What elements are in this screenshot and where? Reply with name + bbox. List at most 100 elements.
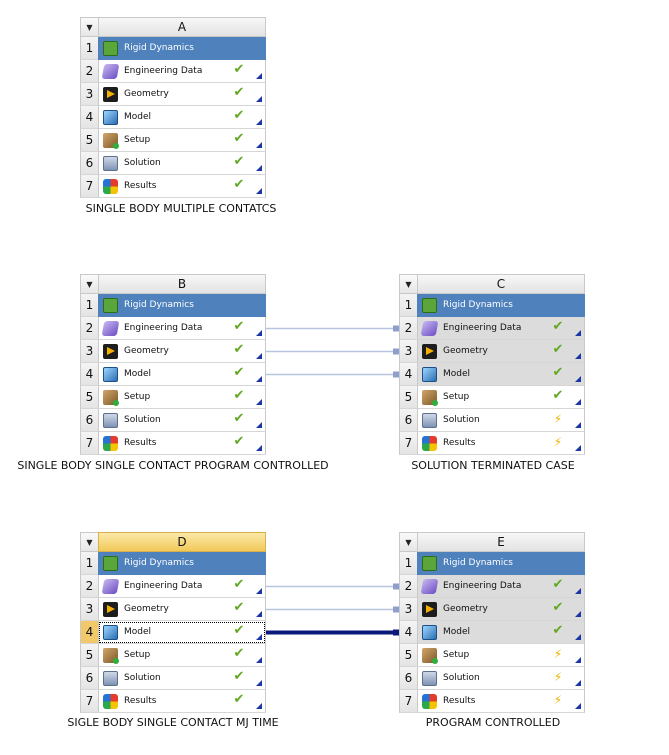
system-header[interactable]: ▼C [399,274,585,294]
system-menu-arrow-icon[interactable]: ▼ [80,532,98,552]
cell-body[interactable]: Setup✔ [98,644,266,667]
system-caption[interactable]: PROGRAM CONTROLLED [425,716,561,729]
system-menu-arrow-icon[interactable]: ▼ [399,274,417,294]
cell-body[interactable]: Rigid Dynamics [417,552,585,575]
cell-corner-triangle-icon [575,657,581,663]
system-caption[interactable]: SIGLE BODY SINGLE CONTACT MJ TIME [67,716,279,729]
cell-body[interactable]: Geometry✔ [417,598,585,621]
cell-body[interactable]: Solution⚡ [417,409,585,432]
cell-body[interactable]: Rigid Dynamics [417,294,585,317]
cell-body[interactable]: Geometry✔ [417,340,585,363]
system-caption[interactable]: SINGLE BODY MULTIPLE CONTATCS [85,202,277,215]
cell-corner-triangle-icon [256,142,262,148]
cell-label: Results [443,696,476,706]
system-menu-arrow-icon[interactable]: ▼ [80,17,98,37]
cell-body[interactable]: Engineering Data✔ [98,575,266,598]
cell-number: 3 [399,598,417,621]
cell-corner-triangle-icon [256,119,262,125]
system-header[interactable]: ▼D [80,532,266,552]
cell-body[interactable]: Rigid Dynamics [98,552,266,575]
cell-body[interactable]: Setup✔ [98,386,266,409]
cell-body[interactable]: Setup✔ [417,386,585,409]
cell-body[interactable]: Model✔ [98,363,266,386]
cell-body[interactable]: Solution✔ [98,667,266,690]
cell-body[interactable]: Model✔ [98,621,266,644]
cell-body[interactable]: Geometry✔ [98,340,266,363]
system-menu-arrow-icon[interactable]: ▼ [399,532,417,552]
cell-body[interactable]: Results✔ [98,175,266,198]
cell-body[interactable]: Engineering Data✔ [98,60,266,83]
cell-body[interactable]: Engineering Data✔ [417,575,585,598]
cell-body[interactable]: Rigid Dynamics [98,294,266,317]
cell-body[interactable]: Model✔ [98,106,266,129]
system-header[interactable]: ▼E [399,532,585,552]
cell-body[interactable]: Solution⚡ [417,667,585,690]
system-caption[interactable]: SOLUTION TERMINATED CASE [411,459,575,472]
cell-corner-triangle-icon [256,588,262,594]
up-to-date-check-icon: ✔ [233,365,245,380]
cell-body[interactable]: Solution✔ [98,409,266,432]
system-menu-arrow-icon[interactable]: ▼ [80,274,98,294]
system-header[interactable]: ▼A [80,17,266,37]
cell-body[interactable]: Geometry✔ [98,598,266,621]
cell-body[interactable]: Setup⚡ [417,644,585,667]
cell-body[interactable]: Model✔ [417,363,585,386]
cell-body[interactable]: Geometry✔ [98,83,266,106]
cell-body[interactable]: Solution✔ [98,152,266,175]
cell-body[interactable]: Results⚡ [417,690,585,713]
cell-body[interactable]: Results⚡ [417,432,585,455]
cell-body[interactable]: Engineering Data✔ [417,317,585,340]
results-icon [103,179,118,194]
cell-body[interactable]: Results✔ [98,690,266,713]
cell-body[interactable]: Model✔ [417,621,585,644]
cell-body[interactable]: Engineering Data✔ [98,317,266,340]
cell-body[interactable]: Rigid Dynamics [98,37,266,60]
system-caption[interactable]: SINGLE BODY SINGLE CONTACT PROGRAM CONTR… [17,459,329,472]
system-header[interactable]: ▼B [80,274,266,294]
system-letter: C [417,274,585,294]
refresh-required-icon: ⚡ [553,435,563,449]
cell-body[interactable]: Results✔ [98,432,266,455]
cell-body[interactable]: Setup✔ [98,129,266,152]
